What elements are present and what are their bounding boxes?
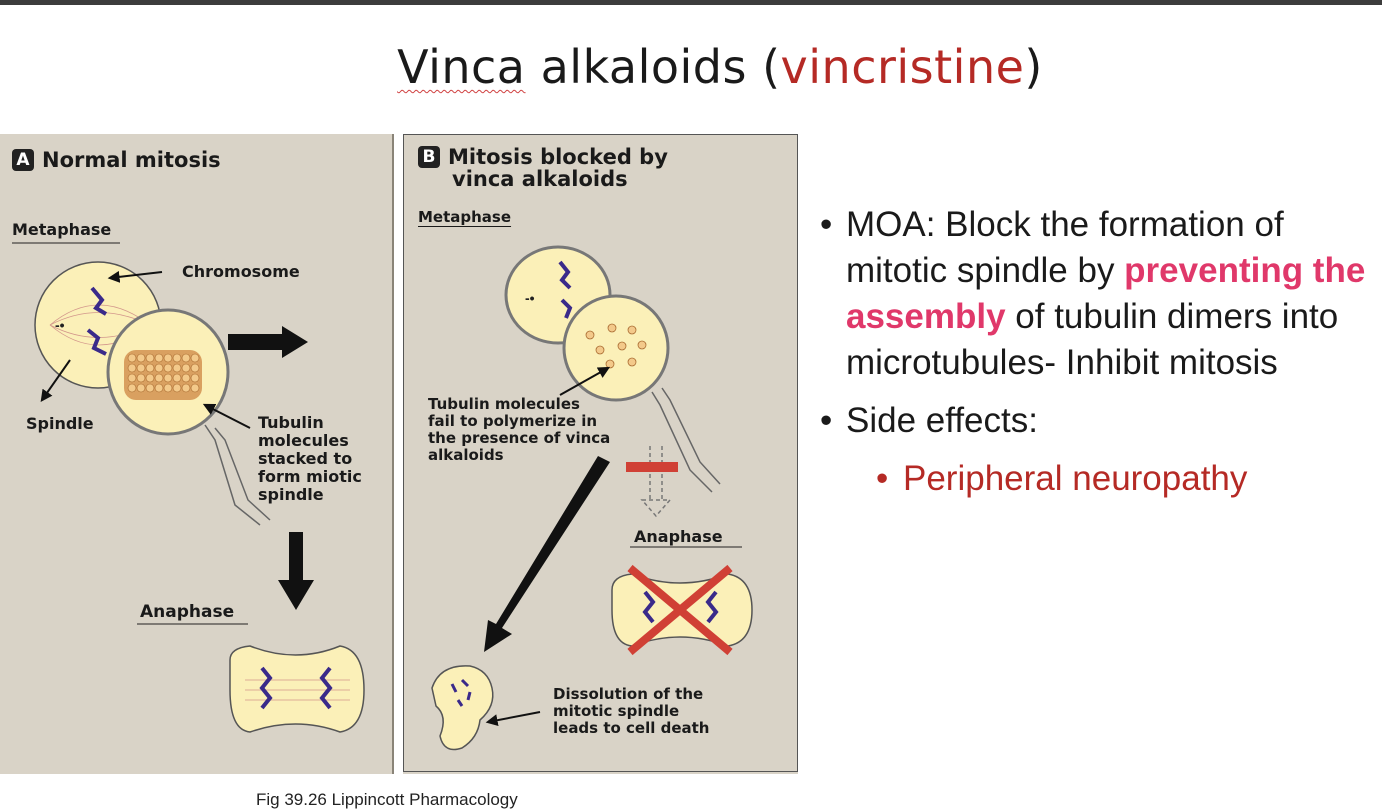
bullet-neuropathy: Peripheral neuropathy: [818, 456, 1378, 502]
svg-text:-•: -•: [525, 290, 535, 306]
panel-b-anaphase: Anaphase: [634, 527, 723, 546]
bullet-moa: MOA: Block the formation of mitotic spin…: [818, 202, 1378, 386]
normal-zoom-cell: [106, 308, 271, 526]
tubulin-line-2: molecules: [258, 431, 349, 450]
panel-a-title: Normal mitosis: [42, 148, 221, 172]
moa-text-post: of tubulin dimers into microtubules- Inh…: [846, 297, 1339, 382]
fail-line-3: the presence of vinca: [428, 429, 611, 447]
tubulin-line-5: spindle: [258, 485, 324, 504]
fail-line-1: Tubulin molecules: [428, 395, 580, 413]
label-fail-polymerize: Tubulin molecules fail to polymerize in …: [428, 396, 610, 464]
title-drug-name: vincristine: [780, 40, 1025, 94]
moa-highlight: preventing the assembly: [846, 251, 1366, 336]
figure-caption: Fig 39.26 Lippincott Pharmacology: [256, 790, 518, 809]
normal-anaphase-cell: [229, 645, 365, 733]
title-close-paren: ): [1024, 40, 1043, 94]
panel-divider: [392, 134, 394, 774]
tubulin-line-1: Tubulin: [258, 413, 324, 432]
panel-b-metaphase: Metaphase: [418, 208, 512, 226]
tubulin-line-3: stacked to: [258, 449, 353, 468]
bullet-side-effects: Side effects:: [818, 398, 1378, 444]
label-tubulin-stacked: Tubulin molecules stacked to form miotic…: [258, 414, 362, 504]
block-bar: [626, 462, 678, 472]
panel-b-title-2: vinca alkaloids: [452, 167, 628, 191]
arrow-down-icon: [278, 532, 314, 610]
arrow-right-icon: [228, 326, 308, 358]
death-line-2: mitotic spindle: [553, 702, 680, 720]
panel-b-heading: B Mitosis blocked by vinca alkaloids: [418, 146, 668, 190]
death-line-1: Dissolution of the: [553, 685, 704, 703]
tubulin-line-4: form miotic: [258, 467, 362, 486]
panel-a-heading: A Normal mitosis: [12, 148, 221, 172]
badge-a: A: [12, 149, 34, 171]
blocked-anaphase-cell: [611, 564, 753, 656]
label-chromosome: Chromosome: [182, 262, 300, 281]
death-line-3: leads to cell death: [553, 719, 710, 737]
top-bar: [0, 0, 1382, 5]
fail-line-4: alkaloids: [428, 446, 504, 464]
label-cell-death: Dissolution of the mitotic spindle leads…: [553, 686, 709, 737]
slide-title: Vinca alkaloids (vincristine): [0, 40, 1382, 94]
bullet-list: MOA: Block the formation of mitotic spin…: [818, 202, 1378, 502]
panel-a-metaphase: Metaphase: [12, 220, 112, 239]
blocked-path-arrow: [626, 446, 678, 518]
svg-text:-•: -•: [55, 317, 65, 333]
panel-a-anaphase: Anaphase: [140, 602, 235, 622]
panel-b-title-1: Mitosis blocked by: [448, 145, 668, 169]
fail-line-2: fail to polymerize in: [428, 412, 598, 430]
dead-cell: [431, 665, 494, 751]
label-spindle: Spindle: [26, 414, 94, 433]
title-alkaloids: alkaloids (: [525, 40, 781, 94]
moa-text-pre: MOA: Block the formation of mitotic spin…: [846, 205, 1284, 290]
blocked-zoom-cell: [562, 294, 721, 493]
arrow-down-left-icon: [484, 456, 610, 652]
title-vinca: Vinca: [397, 40, 526, 94]
badge-b: B: [418, 146, 440, 168]
